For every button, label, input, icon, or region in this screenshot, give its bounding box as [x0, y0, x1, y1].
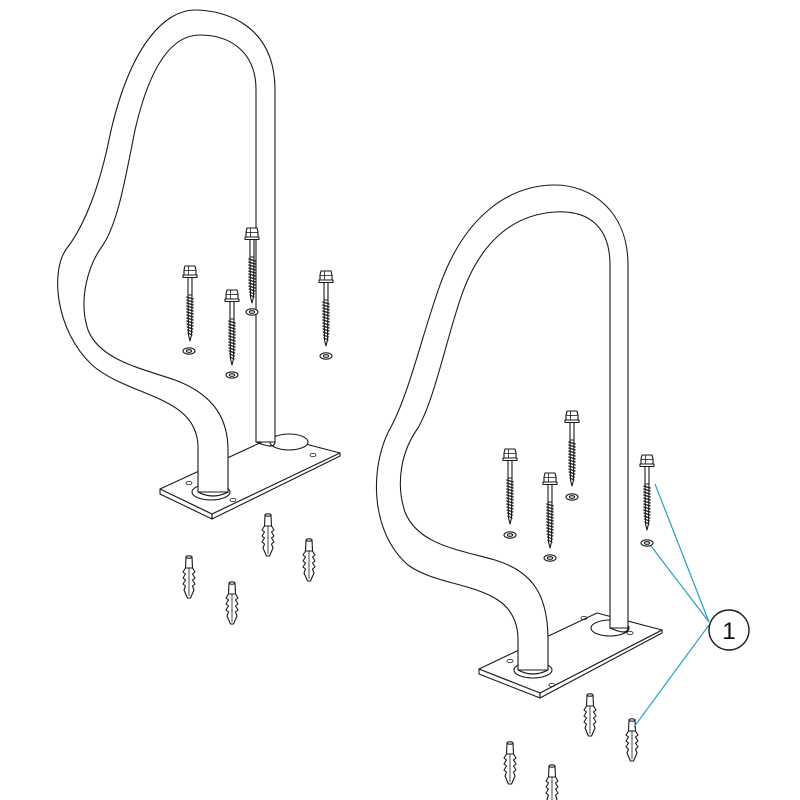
right-base-plate: [478, 612, 663, 699]
left-wall-plugs: [182, 513, 316, 625]
left-base-plate: [159, 430, 341, 520]
callout-circle: [708, 609, 750, 651]
right-washers: [503, 493, 654, 562]
right-screws: [502, 410, 655, 549]
callout-1: 1: [633, 483, 750, 728]
left-handrail-assembly: [57, 9, 341, 520]
right-wall-plugs: [503, 693, 639, 800]
left-rail-tube: [57, 9, 276, 497]
right-rail-tube: [375, 184, 629, 675]
right-handrail-assembly: [375, 184, 663, 699]
callout-leader-lines: [633, 483, 710, 728]
callout-number: 1: [722, 618, 735, 645]
